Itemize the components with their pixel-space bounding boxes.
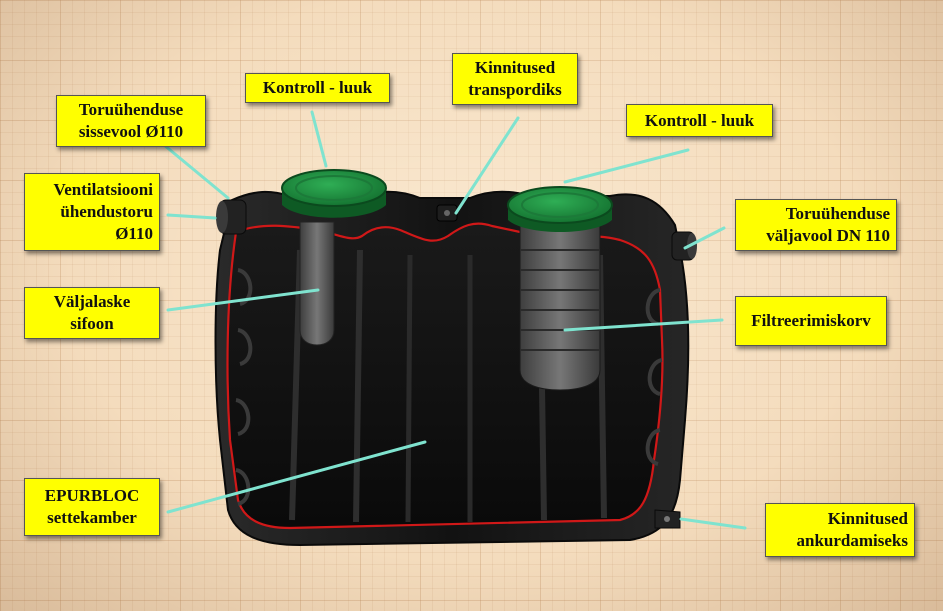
label-inspection-hatch-right: Kontroll - luuk bbox=[626, 104, 773, 137]
label-outlet-siphon: Väljalaske sifoon bbox=[24, 287, 160, 339]
leader-line-transport bbox=[454, 116, 520, 215]
leader-line-filter bbox=[563, 318, 724, 332]
label-inspection-hatch-left: Kontroll - luuk bbox=[245, 73, 390, 103]
transport-fixing bbox=[436, 204, 458, 222]
inlet-pipe-stub bbox=[216, 199, 247, 235]
inspection-lid-right bbox=[507, 186, 613, 232]
label-vent-pipe: Ventilatsiooni ühendustoru Ø110 bbox=[24, 173, 160, 251]
label-inlet-pipe: Toruühenduse sissevool Ø110 bbox=[56, 95, 206, 147]
leader-line-siphon bbox=[166, 288, 320, 312]
outlet-pipe-stub bbox=[671, 231, 697, 261]
inspection-lid-left bbox=[281, 169, 387, 218]
label-settling-chamber: EPURBLOC settekamber bbox=[24, 478, 160, 536]
label-transport-fixings: Kinnitused transpordiks bbox=[452, 53, 578, 105]
leader-line-anchoring bbox=[679, 517, 747, 530]
label-outlet-pipe: Toruühenduse väljavool DN 110 bbox=[735, 199, 897, 251]
outlet-siphon bbox=[299, 221, 335, 346]
label-filter-basket: Filtreerimiskorv bbox=[735, 296, 887, 346]
leader-line-lid-left bbox=[310, 110, 328, 168]
label-anchoring-fixings: Kinnitused ankurdamiseks bbox=[765, 503, 915, 557]
leader-line-vent bbox=[166, 213, 217, 220]
leader-line-lid-right bbox=[563, 148, 690, 184]
leader-line-outlet bbox=[683, 226, 726, 250]
tank-body bbox=[214, 190, 690, 547]
leader-line-settling bbox=[166, 440, 427, 514]
filter-basket bbox=[519, 224, 601, 391]
